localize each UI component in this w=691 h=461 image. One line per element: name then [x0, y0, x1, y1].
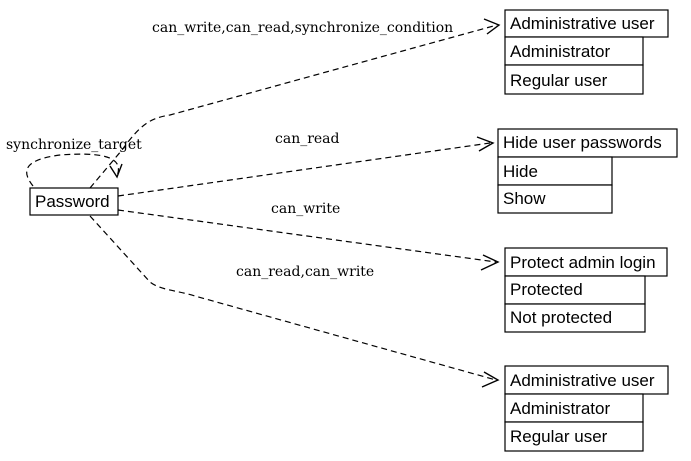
- node-title: Administrative user: [510, 371, 655, 390]
- edge-self-loop-arrowhead: [109, 163, 123, 179]
- option-item: Regular user: [510, 71, 608, 90]
- edge-label-target-3: can_read,can_write: [236, 264, 374, 280]
- edge-to-target-2-arrowhead: [480, 254, 500, 271]
- edge-to-target-0-arrowhead: [483, 18, 501, 35]
- edge-to-target-3-arrowhead: [481, 371, 500, 388]
- edge-to-target-0: [89, 24, 498, 189]
- edge-label-target-2: can_write: [271, 201, 340, 217]
- node-password[interactable]: Password: [29, 187, 119, 216]
- node-hide-user-passwords[interactable]: Hide user passwords Hide Show: [497, 128, 678, 214]
- edge-label-target-0: can_write,can_read,synchronize_condition: [152, 20, 453, 36]
- edge-to-target-3: [89, 215, 497, 381]
- node-administrative-user-bottom[interactable]: Administrative user Administrator Regula…: [504, 365, 669, 452]
- option-item: Not protected: [510, 308, 612, 327]
- option-item: Regular user: [510, 427, 608, 446]
- edge-to-target-2: [117, 209, 497, 263]
- edge-label-target-1: can_read: [275, 131, 340, 147]
- node-title: Protect admin login: [510, 253, 656, 272]
- edge-to-target-1: [117, 142, 491, 197]
- option-item: Administrator: [510, 399, 610, 418]
- option-item: Show: [503, 189, 546, 208]
- node-protect-admin-login[interactable]: Protect admin login Protected Not protec…: [504, 247, 668, 333]
- node-password-label: Password: [35, 192, 110, 211]
- option-item: Protected: [510, 280, 583, 299]
- edge-label-self-loop: synchronize_target: [6, 137, 142, 153]
- edge-self-loop: [26, 153, 120, 187]
- node-title: Hide user passwords: [503, 133, 662, 152]
- node-administrative-user-top[interactable]: Administrative user Administrator Regula…: [504, 9, 669, 95]
- option-item: Administrator: [510, 42, 610, 61]
- node-title: Administrative user: [510, 14, 655, 33]
- option-item: Hide: [503, 162, 538, 181]
- edge-to-target-1-arrowhead: [476, 136, 495, 152]
